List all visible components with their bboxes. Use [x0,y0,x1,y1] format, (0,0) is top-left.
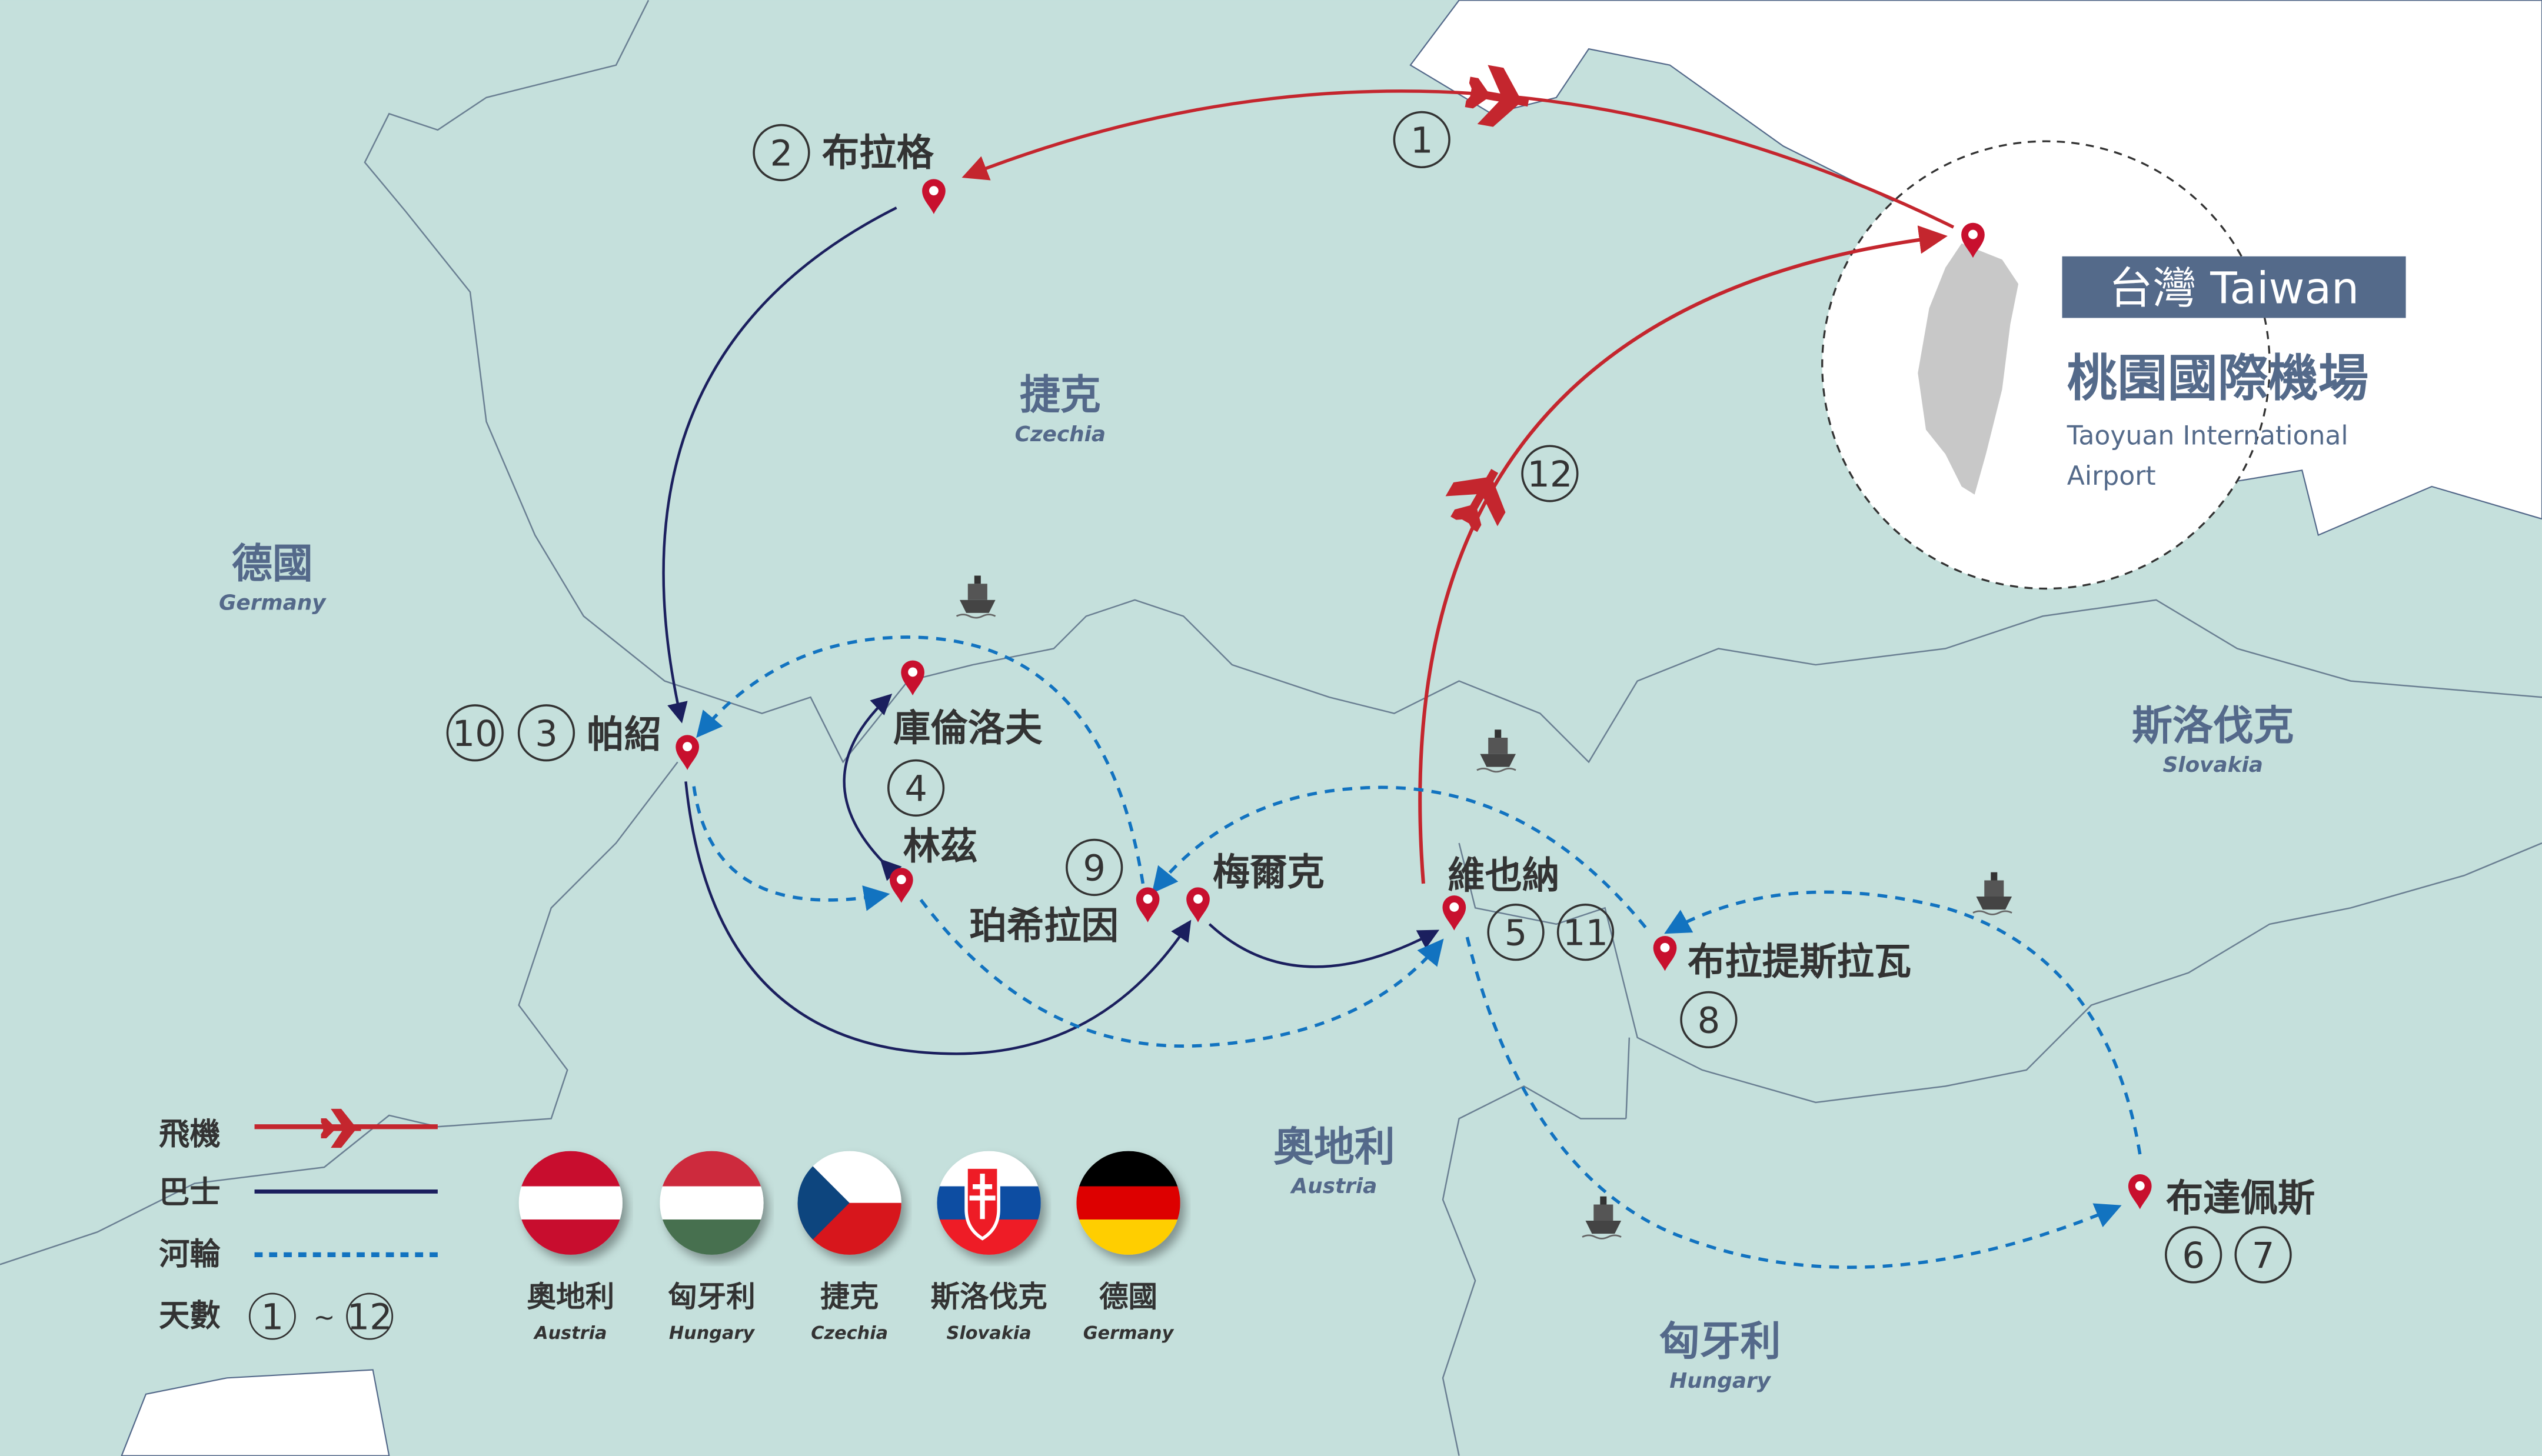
city-label: 布拉提斯拉瓦 [1688,939,1911,983]
country-label-en: Slovakia [2163,753,2263,777]
day-badge [1487,904,1545,961]
day-number: 2 [770,133,793,174]
day-badge [1680,991,1738,1049]
day-number: 11 [1563,913,1608,954]
bus-route-melk-vienna [1208,923,1440,968]
day-badge [517,704,575,762]
legend: 飛機 巴士 河輪 天數 1 ~ 12 [159,1111,438,1340]
bus-route-linz-krumlov [843,694,902,881]
river-route-bratislava-melk [1152,785,1647,929]
airport-name-en-2: Airport [2067,461,2156,491]
bus-route-passau-melk [684,781,1192,1055]
city-label: 林茲 [903,825,978,868]
day-number: 3 [535,714,558,755]
taiwan-island [1918,243,2019,495]
flag-label-en: Germany [1083,1323,1174,1344]
legend-day-to: 12 [347,1297,392,1338]
slovakia-flag-icon [937,1151,1041,1255]
airport-name-zh: 桃園國際機場 [2067,350,2368,408]
flag-label-en: Slovakia [947,1323,1032,1344]
day-badge [2234,1226,2292,1284]
river-route-pisek-passau [696,635,1145,884]
flag-label-en: Hungary [669,1323,756,1344]
bus-route-prague-passau [662,206,897,724]
country-label-en: Czechia [1015,422,1106,447]
city-label: 庫倫洛夫 [893,707,1043,750]
day-number: 8 [1698,1000,1721,1041]
flag-label: 捷克 [820,1280,879,1314]
city-label: 布達佩斯 [2166,1177,2315,1220]
flight-route-outbound [961,89,1955,229]
day-badge [1066,838,1123,897]
day-number: 5 [1505,913,1528,954]
day-number: 1 [1410,120,1433,161]
day-number: 4 [904,768,927,809]
flight-route-return [1418,225,1948,884]
airport-badge: 台灣 Taiwan [2109,263,2359,314]
airport-name-en: Taoyuan International [2067,421,2348,451]
day-badge [753,124,810,182]
czechia-flag-icon [797,1151,901,1255]
flag-label: 匈牙利 [668,1280,756,1314]
day-badge [1521,445,1579,502]
city-label: 布拉格 [822,131,934,174]
city-label: 珀希拉因 [970,904,1119,948]
airport-label: 台灣 Taiwan 桃園國際機場 Taoyuan International A… [2062,256,2406,491]
city-label: 維也納 [1448,854,1559,897]
country-label: 奧地利 [1273,1124,1395,1171]
country-label-en: Germany [219,591,327,615]
day-number: 7 [2252,1235,2275,1277]
flag-label: 德國 [1099,1280,1157,1314]
river-route-vienna-budapest [1465,937,2122,1269]
day-number: 10 [452,714,498,755]
day-number: 6 [2182,1235,2205,1277]
river-route-budapest-bratislava [1664,890,2142,1155]
hungary-flag-icon [660,1151,764,1255]
legend-river-label: 河輪 [159,1236,221,1272]
legend-bus-label: 巴士 [159,1175,221,1211]
legend-days-label: 天數 [159,1298,221,1334]
day-badge [887,759,945,817]
flag-label-en: Czechia [811,1323,888,1344]
country-label: 匈牙利 [1659,1318,1781,1365]
flag-label: 奧地利 [527,1280,614,1314]
germany-flag-icon [1076,1151,1180,1255]
day-badge [2165,1226,2222,1284]
country-label: 德國 [232,540,313,587]
country-label: 捷克 [1020,372,1101,419]
river-route-linz-vienna [919,898,1444,1048]
day-number: 12 [1527,454,1572,495]
country-label-en: Austria [1290,1174,1378,1198]
flag-legend: 奧地利 Austria 匈牙利 Hungary 捷克 Czechia 斯洛伐克 Slovaki… [518,1151,1180,1344]
day-badge [446,704,504,762]
flag-label-en: Austria [533,1323,607,1344]
city-label: 梅爾克 [1213,851,1325,894]
river-route-passau-linz [692,786,890,911]
austria-flag-icon [518,1151,623,1255]
country-label-en: Hungary [1669,1369,1771,1393]
legend-tilde: ~ [314,1302,335,1332]
day-badge [1393,111,1450,169]
city-label: 帕紹 [587,713,661,757]
day-badge [1556,904,1615,961]
legend-plane-label: 飛機 [159,1117,221,1152]
day-number: 9 [1083,848,1106,889]
country-label: 斯洛伐克 [2132,702,2294,749]
flag-label: 斯洛伐克 [930,1280,1047,1314]
legend-day-from: 1 [261,1297,284,1338]
routes [662,67,2142,1269]
